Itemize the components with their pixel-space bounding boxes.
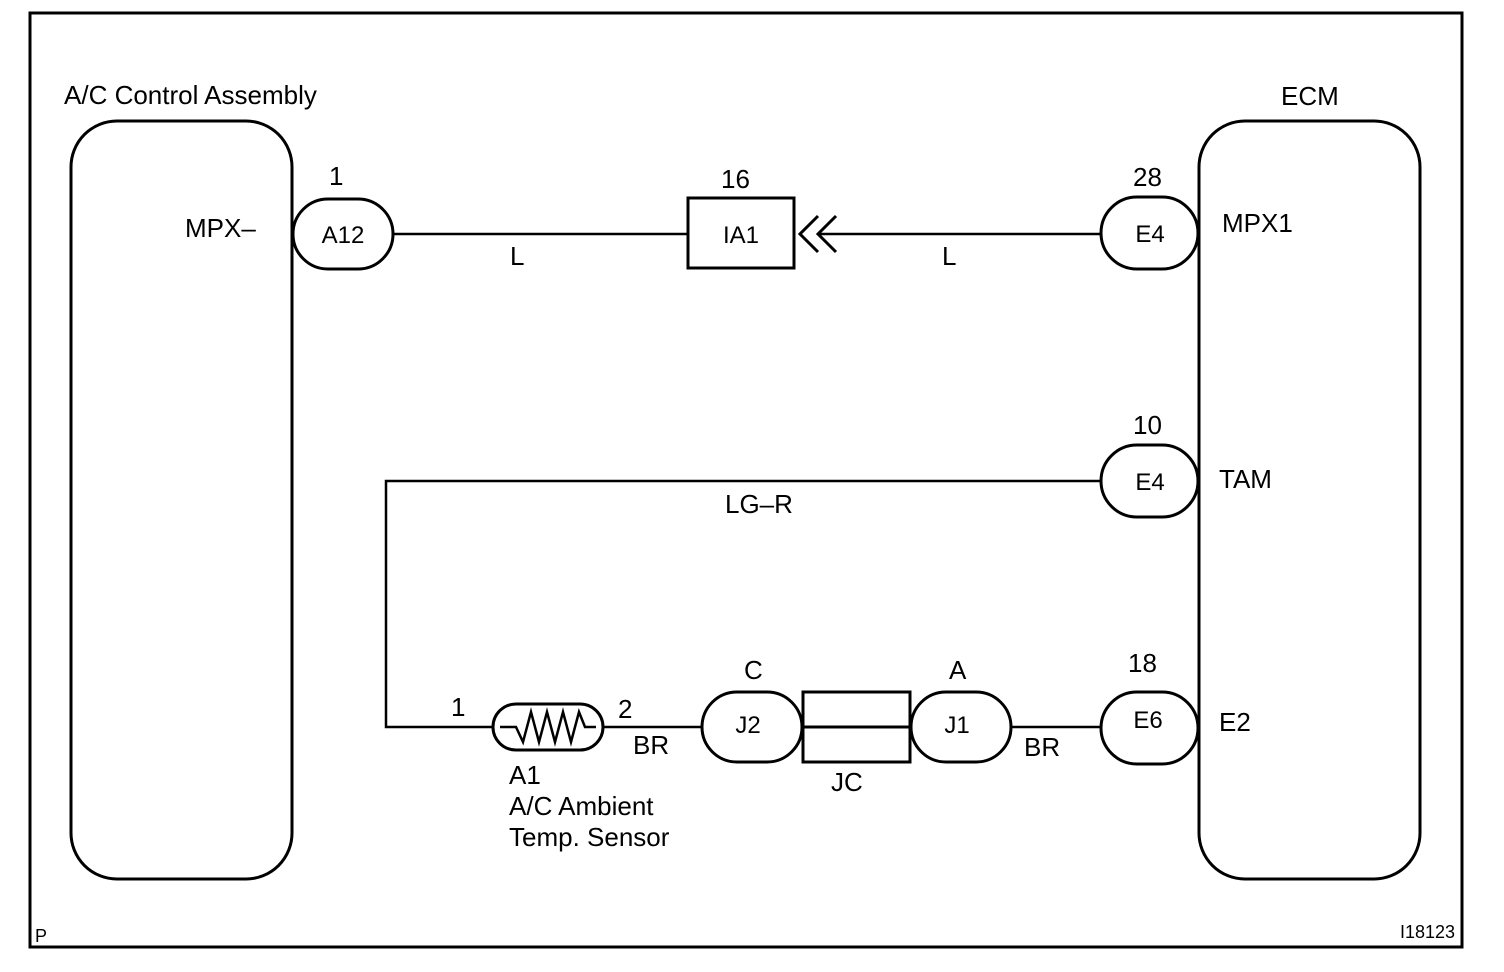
sensor-pin-1: 1 — [451, 692, 465, 722]
ecm-terminal-mpx1: MPX1 — [1222, 208, 1293, 238]
connector-e4-mpx1 — [1099, 195, 1200, 271]
figure-id: I18123 — [1400, 922, 1455, 942]
wire-label-tam: LG–R — [725, 489, 793, 519]
e6-pin: 18 — [1128, 648, 1157, 678]
wire-label-mpx-right: L — [942, 241, 956, 271]
connector-e6 — [1099, 690, 1200, 766]
ia1-chevron-inner — [797, 214, 820, 254]
wire-label-sensor-to-j2: BR — [633, 730, 669, 760]
ia1-pin: 16 — [721, 164, 750, 194]
junction-jc-label: JC — [831, 767, 863, 797]
ecm-terminal-tam: TAM — [1219, 464, 1272, 494]
diagram-frame — [28, 11, 1464, 949]
e4-tam-pin: 10 — [1133, 410, 1162, 440]
connector-ia1 — [686, 196, 796, 270]
sensor-name-line2: Temp. Sensor — [509, 822, 670, 852]
connector-e4-mpx1-label: E4 — [1135, 221, 1164, 248]
connector-e4-tam-label: E4 — [1135, 469, 1164, 496]
sensor-pin-2: 2 — [618, 694, 632, 724]
connector-a12 — [291, 197, 395, 271]
ia1-chevron-outer — [815, 214, 838, 254]
connector-e4-tam — [1099, 443, 1200, 519]
ecm-title: ECM — [1281, 81, 1339, 111]
resistor-icon — [500, 707, 596, 747]
e4-mpx1-pin: 28 — [1133, 162, 1162, 192]
ac-control-assembly — [69, 119, 294, 881]
ecm-box — [1197, 119, 1422, 881]
a12-pin: 1 — [329, 161, 343, 191]
ac-control-title: A/C Control Assembly — [64, 80, 317, 110]
j2-pin: C — [744, 655, 763, 685]
sensor-name-line1: A/C Ambient — [509, 791, 654, 821]
connector-j1 — [909, 690, 1013, 764]
connector-j1-label: J1 — [944, 712, 969, 739]
connector-ia1-label: IA1 — [723, 222, 759, 249]
sensor-connector-label: A1 — [509, 760, 541, 790]
ac-control-terminal-mpx: MPX– — [185, 213, 256, 243]
connector-j2-label: J2 — [735, 712, 760, 739]
wire-tam — [384, 479, 1101, 729]
ecm-terminal-e2: E2 — [1219, 707, 1251, 737]
j1-pin: A — [949, 655, 967, 685]
footer-left-mark: P — [35, 926, 47, 946]
wire-label-mpx-left: L — [510, 241, 524, 271]
wire-label-j1-to-e6: BR — [1024, 732, 1060, 762]
connector-e6-label: E6 — [1133, 707, 1162, 734]
connector-a12-label: A12 — [322, 222, 365, 249]
